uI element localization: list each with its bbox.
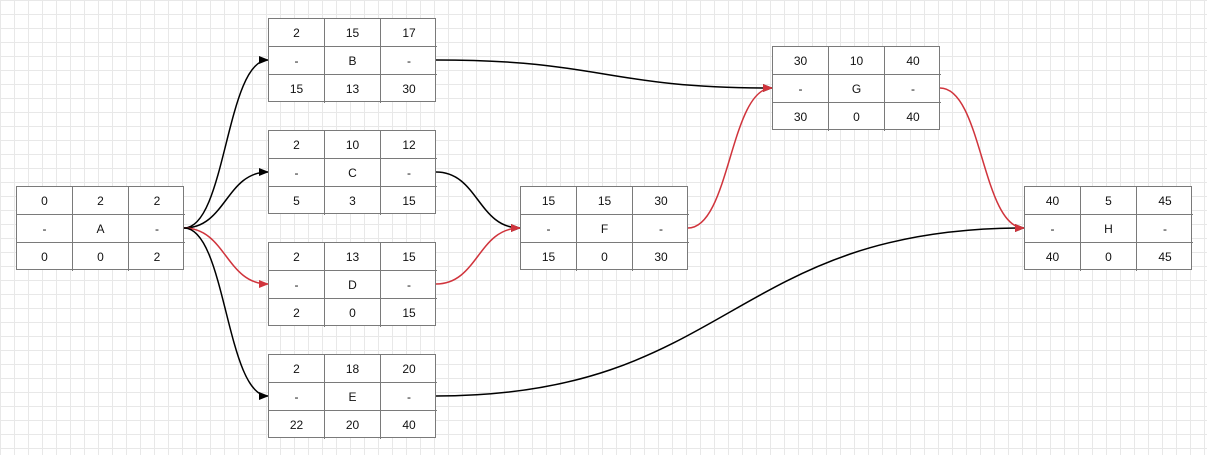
node-cell: D: [325, 271, 381, 299]
node-cell: 2: [269, 131, 325, 159]
node-cell: -: [1025, 215, 1081, 243]
node-cell: -: [885, 75, 941, 103]
node-cell: 0: [829, 103, 885, 131]
node-cell: 30: [773, 47, 829, 75]
node-cell: -: [381, 271, 437, 299]
node-cell: A: [73, 215, 129, 243]
node-cell: 20: [381, 355, 437, 383]
node-cell: -: [269, 159, 325, 187]
node-cell: -: [17, 215, 73, 243]
node-cell: -: [269, 383, 325, 411]
node-cell: 0: [1081, 243, 1137, 271]
node-cell: 2: [269, 19, 325, 47]
node-cell: -: [521, 215, 577, 243]
edge-D-F: [435, 224, 521, 285]
node-cell: 2: [73, 187, 129, 215]
node-cell: -: [381, 383, 437, 411]
edge-F-G: [687, 84, 773, 229]
node-cell: 5: [269, 187, 325, 215]
edge-A-E: [183, 227, 269, 400]
edge-A-D: [183, 227, 269, 288]
node-cell: 15: [381, 243, 437, 271]
node-cell: 0: [17, 187, 73, 215]
node-cell: 2: [269, 299, 325, 327]
node-cell: 15: [325, 19, 381, 47]
node-cell: 30: [773, 103, 829, 131]
edge-A-C: [183, 168, 269, 229]
node-cell: 0: [17, 243, 73, 271]
node-cell: -: [1137, 215, 1193, 243]
node-cell: 2: [153, 250, 161, 264]
node-cell: 20: [325, 411, 381, 439]
node-cell: -: [773, 75, 829, 103]
edge-A-B: [183, 56, 269, 229]
node-cell: 40: [402, 418, 416, 432]
node-cell: 40: [1025, 187, 1081, 215]
node-cell: -: [381, 47, 437, 75]
edge-C-F: [435, 171, 521, 232]
node-cell: 15: [269, 75, 325, 103]
node-cell: B: [325, 47, 381, 75]
node-cell: 0: [577, 243, 633, 271]
node-cell: 17: [381, 19, 437, 47]
node-cell: F: [577, 215, 633, 243]
node-cell: 2: [269, 355, 325, 383]
node-cell: -: [381, 159, 437, 187]
node-cell: 2: [269, 243, 325, 271]
node-cell: E: [325, 383, 381, 411]
node-cell: 40: [906, 110, 920, 124]
node-cell: 10: [829, 47, 885, 75]
node-cell: 15: [521, 187, 577, 215]
node-cell: C: [325, 159, 381, 187]
node-cell: 40: [885, 47, 941, 75]
node-cell: -: [269, 47, 325, 75]
edge-E-H: [435, 224, 1025, 397]
node-cell: 10: [325, 131, 381, 159]
node-cell: 30: [402, 82, 416, 96]
node-cell: H: [1081, 215, 1137, 243]
node-cell: 12: [381, 131, 437, 159]
node-cell: 13: [325, 243, 381, 271]
node-cell: 2: [129, 187, 185, 215]
node-cell: 3: [325, 187, 381, 215]
node-cell: -: [633, 215, 689, 243]
node-cell: G: [829, 75, 885, 103]
node-cell: 30: [654, 250, 668, 264]
node-cell: 30: [633, 187, 689, 215]
node-cell: 0: [73, 243, 129, 271]
node-cell: 13: [325, 75, 381, 103]
node-cell: 0: [325, 299, 381, 327]
node-cell: 5: [1081, 187, 1137, 215]
edge-B-G: [435, 59, 773, 92]
node-cell: 40: [1025, 243, 1081, 271]
node-cell: 45: [1158, 250, 1172, 264]
edge-G-H: [939, 87, 1025, 232]
node-cell: 15: [402, 194, 416, 208]
node-cell: 15: [521, 243, 577, 271]
node-cell: 15: [577, 187, 633, 215]
node-cell: -: [269, 271, 325, 299]
node-cell: 45: [1137, 187, 1193, 215]
node-cell: 15: [402, 306, 416, 320]
node-cell: -: [129, 215, 185, 243]
node-cell: 22: [269, 411, 325, 439]
node-cell: 18: [325, 355, 381, 383]
